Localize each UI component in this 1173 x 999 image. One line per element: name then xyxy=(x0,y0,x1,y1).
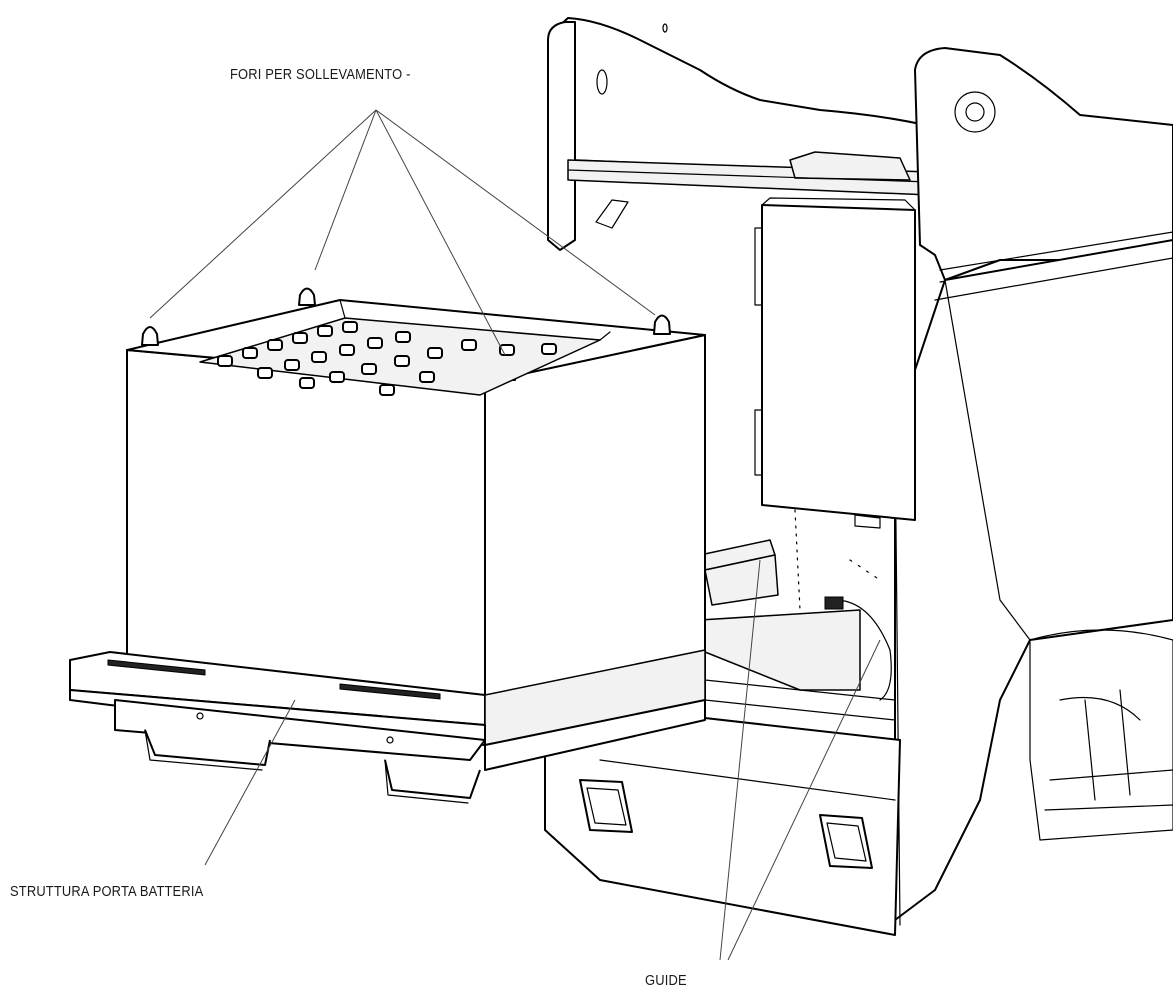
leader-line-lift-1 xyxy=(149,109,377,319)
label-guides: GUIDE xyxy=(645,972,687,989)
leader-line-frame xyxy=(204,699,296,866)
label-battery-frame: STRUTTURA PORTA BATTERIA xyxy=(10,883,204,900)
battery-box xyxy=(126,287,706,746)
battery-support-frame xyxy=(69,649,706,804)
leader-line-guide-1 xyxy=(719,559,761,961)
leader-line-lift-2 xyxy=(314,109,377,271)
leader-line-lift-4 xyxy=(375,109,656,316)
leader-line-lift-3 xyxy=(375,109,506,356)
battery-cell-terminals xyxy=(217,321,557,396)
leader-line-guide-2 xyxy=(727,639,881,961)
leader-lines xyxy=(149,109,881,961)
machine-chassis xyxy=(544,17,1173,936)
label-lifting-holes: FORI PER SOLLEVAMENTO - xyxy=(230,66,411,83)
